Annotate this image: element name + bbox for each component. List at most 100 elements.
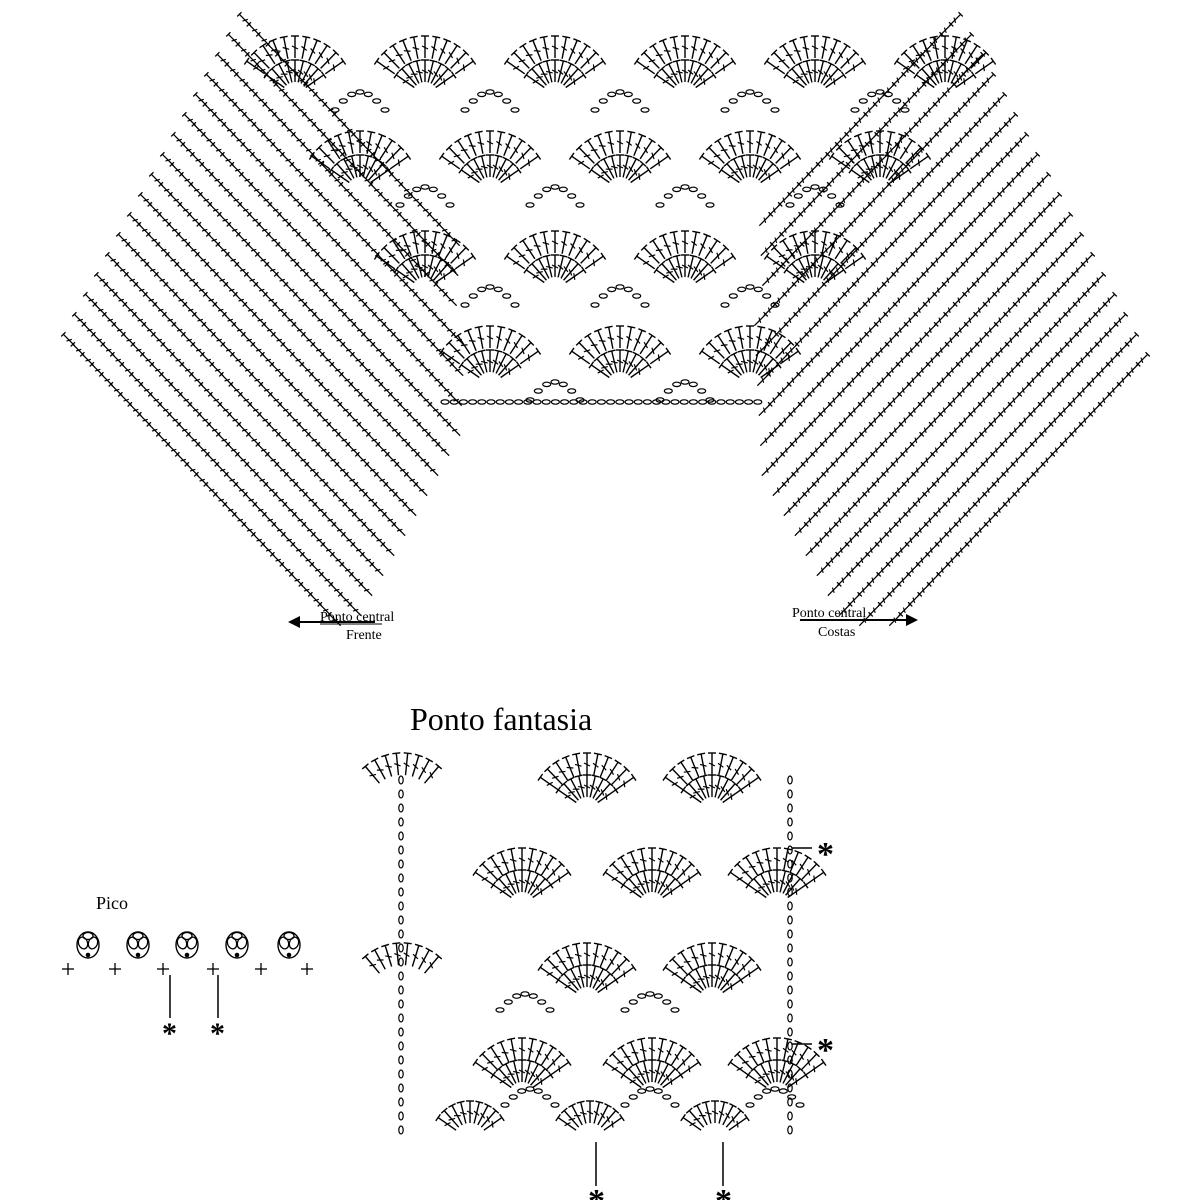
chain-stitch: [543, 1095, 551, 1099]
chain-stitch: [459, 400, 467, 404]
double-crochet-stitch: [518, 1060, 526, 1082]
chain-stitch: [591, 303, 599, 307]
back-label-line2: Costas: [818, 625, 855, 640]
double-crochet-stitch: [511, 50, 532, 71]
double-crochet-stitch: [605, 131, 617, 154]
double-crochet-stitch: [381, 944, 395, 967]
chain-stitch: [364, 92, 372, 96]
chain-stitch: [699, 400, 707, 404]
double-crochet-stitch: [800, 36, 812, 59]
double-crochet-stitch: [392, 943, 402, 966]
double-crochet-stitch: [648, 1060, 656, 1082]
chain-stitch: [399, 1098, 403, 1106]
chain-stitch: [788, 1042, 792, 1050]
double-crochet-stitch: [793, 522, 809, 538]
double-crochet-stitch: [493, 131, 505, 154]
chain-stitch: [496, 400, 504, 404]
double-crochet-stitch: [713, 253, 736, 272]
double-crochet-stitch: [708, 753, 716, 775]
double-crochet-stitch: [818, 36, 830, 59]
chain-stitch: [526, 203, 534, 207]
chain-stitch: [399, 1112, 403, 1120]
chain-stitch: [421, 185, 429, 189]
double-crochet-stitch: [838, 245, 859, 266]
chain-stitch: [399, 832, 403, 840]
double-crochet-stitch: [818, 231, 830, 254]
stitch-pattern-title: Ponto fantasia: [410, 701, 592, 737]
double-crochet-stitch: [513, 340, 534, 361]
double-crochet-stitch: [708, 965, 716, 987]
double-crochet-stitch: [773, 145, 794, 166]
double-crochet-stitch: [518, 348, 541, 367]
double-crochet-stitch: [443, 292, 459, 308]
double-crochet-stitch: [359, 582, 375, 598]
chain-stitch: [551, 185, 559, 189]
double-crochet-stitch: [735, 326, 747, 349]
double-crochet-stitch: [715, 943, 727, 966]
chain-stitch: [534, 194, 542, 198]
double-crochet-stitch: [576, 340, 597, 361]
double-crochet-stitch: [681, 255, 689, 277]
chain-stitch: [496, 1008, 504, 1012]
chain-stitch: [399, 790, 403, 798]
double-crochet-stitch: [448, 50, 469, 71]
chain-stitch: [641, 108, 649, 112]
double-crochet-stitch: [708, 943, 716, 965]
picot-stitch: [127, 932, 150, 958]
double-crochet-stitch: [540, 231, 552, 254]
double-crochet-stitch: [409, 944, 423, 967]
double-crochet-stitch: [586, 1101, 594, 1123]
chain-stitch: [546, 1008, 554, 1012]
chain-stitch: [399, 874, 403, 882]
chain-stitch: [673, 187, 681, 191]
chain-stitch: [561, 400, 569, 404]
chain-stitch: [646, 1087, 654, 1091]
chain-stitch: [624, 287, 632, 291]
double-crochet-stitch: [711, 1101, 719, 1123]
chain-stitch: [551, 380, 559, 384]
double-crochet-stitch: [681, 60, 689, 82]
chain-stitch: [399, 1056, 403, 1064]
chain-stitch: [754, 1095, 762, 1099]
chain-stitch: [754, 400, 762, 404]
double-crochet-stitch: [758, 432, 774, 448]
double-crochet-stitch: [693, 1104, 710, 1127]
chain-stitch: [788, 790, 792, 798]
chain-stitch: [518, 1089, 526, 1093]
single-crochet-stitch: [157, 963, 169, 975]
chain-stitch: [494, 287, 502, 291]
chain-stitch: [664, 194, 672, 198]
chain-stitch: [348, 92, 356, 96]
chain-stitch: [698, 194, 706, 198]
chain-stitch: [399, 916, 403, 924]
chain-stitch: [487, 400, 495, 404]
double-crochet-stitch: [371, 758, 389, 781]
double-crochet-stitch: [713, 58, 736, 77]
chain-stitch: [664, 389, 672, 393]
chain-stitch: [726, 400, 734, 404]
chain-stitch: [478, 400, 486, 404]
chain-stitch: [641, 303, 649, 307]
chain-stitch: [625, 400, 633, 404]
chain-stitch: [621, 1008, 629, 1012]
back-arrow-head-icon: [906, 614, 918, 626]
chain-stitch: [771, 108, 779, 112]
chain-stitch: [745, 400, 753, 404]
double-crochet-stitch: [436, 442, 452, 458]
double-crochet-stitch: [446, 340, 467, 361]
double-crochet-stitch: [681, 231, 689, 253]
double-crochet-stitch: [474, 1104, 491, 1127]
double-crochet-stitch: [551, 36, 559, 58]
double-crochet-stitch: [760, 272, 776, 288]
yoke-fan-rows: [244, 36, 995, 402]
double-crochet-stitch: [413, 60, 426, 83]
double-crochet-stitch: [648, 153, 671, 172]
double-crochet-stitch: [616, 155, 624, 177]
chain-stitch: [399, 1070, 403, 1078]
chain-stitch: [356, 90, 364, 94]
double-crochet-stitch: [688, 36, 700, 59]
double-crochet-stitch: [381, 50, 402, 71]
double-crochet-stitch: [590, 943, 602, 966]
double-crochet-stitch: [543, 255, 556, 278]
double-crochet-stitch: [760, 462, 776, 478]
